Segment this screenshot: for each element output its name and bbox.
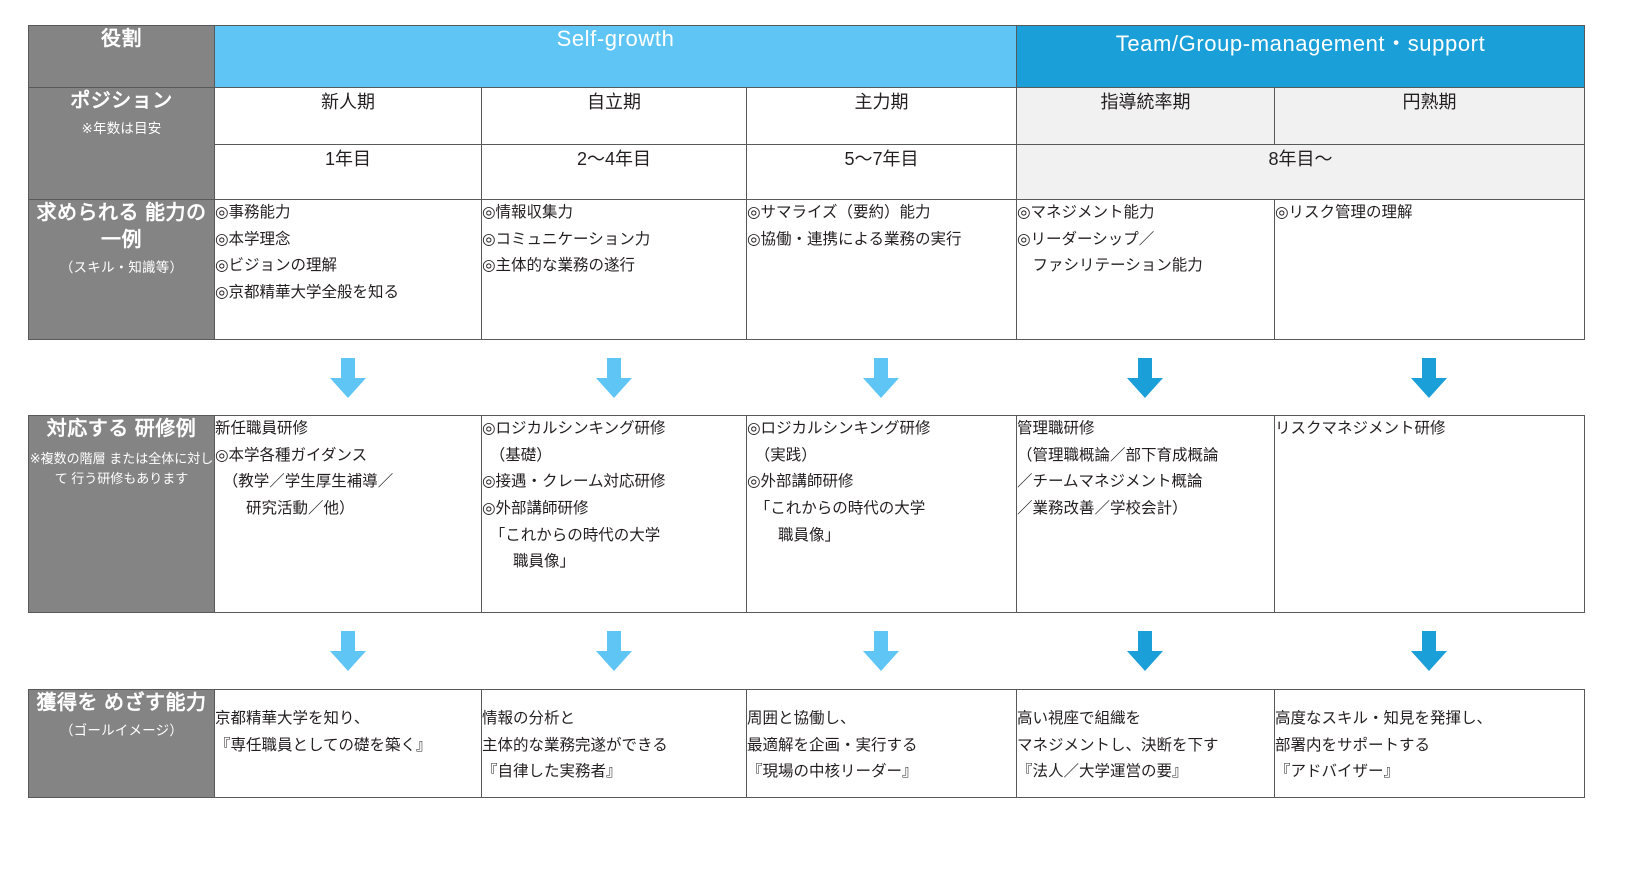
table-upper: 役割 Self-growth Team/Group-management・sup… [28, 25, 1586, 340]
arrow-cell-1-3 [746, 340, 1016, 415]
training-text-5: リスクマネジメント研修 [1275, 420, 1446, 437]
skills-text-1: ◎事務能力 ◎本学理念 ◎ビジョンの理解 ◎京都精華大学全般を知る [215, 204, 400, 301]
training-text-1: 新任職員研修 ◎本学各種ガイダンス （教学／学生厚生補導／ 研究活動／他） [215, 420, 394, 517]
row-header-training-note: ※複数の階層 または全体に対して 行う研修もあります [29, 451, 214, 486]
arrow-cell-1-4 [1016, 340, 1274, 415]
row-header-position-label: ポジション [70, 90, 173, 112]
training-text-2: ◎ロジカルシンキング研修 （基礎） ◎接遇・クレーム対応研修 ◎外部講師研修 「… [482, 420, 666, 571]
goal-text-1: 京都精華大学を知り、 『専任職員としての礎を築く』 [215, 710, 432, 754]
arrow-cell-2-5 [1274, 613, 1584, 689]
row-header-position: ポジション ※年数は目安 [28, 87, 215, 200]
skills-cell-4: ◎マネジメント能力 ◎リーダーシップ／ ファシリテーション能力 [1016, 199, 1275, 340]
table-row-goals: 獲得を めざす能力 （ゴールイメージ） 京都精華大学を知り、 『専任職員としての… [28, 689, 1585, 798]
skills-cell-1: ◎事務能力 ◎本学理念 ◎ビジョンの理解 ◎京都精華大学全般を知る [214, 199, 482, 340]
skills-text-5: ◎リスク管理の理解 [1275, 204, 1413, 221]
table-row-position: ポジション ※年数は目安 新人期 自立期 主力期 指導統率期 円熟期 [28, 87, 1586, 200]
arrow-cell-2-2 [481, 613, 746, 689]
training-text-3: ◎ロジカルシンキング研修 （実践） ◎外部講師研修 「これからの時代の大学 職員… [747, 420, 931, 544]
skills-text-3: ◎サマライズ（要約）能力 ◎協働・連携による業務の実行 [747, 204, 962, 248]
training-cell-5: リスクマネジメント研修 [1274, 415, 1585, 613]
row-header-role: 役割 [28, 25, 215, 88]
arrow-down-icon [326, 629, 370, 673]
row-header-role-label: 役割 [101, 28, 142, 50]
arrow-cell-2-1 [214, 613, 481, 689]
band-self-growth: Self-growth [214, 25, 1017, 88]
goal-text-5: 高度なスキル・知見を発揮し、 部署内をサポートする 『アドバイザー』 [1275, 710, 1493, 781]
goal-text-2: 情報の分析と 主体的な業務完遂ができる 『自律した実務者』 [482, 710, 668, 781]
band-self-growth-label: Self-growth [556, 26, 675, 51]
arrow-down-icon [1407, 629, 1451, 673]
arrow-cell-2-4 [1016, 613, 1274, 689]
row-header-goals-note: （ゴールイメージ） [59, 723, 184, 738]
arrow-cell-2-3 [746, 613, 1016, 689]
row-header-position-note: ※年数は目安 [81, 121, 162, 136]
arrow-down-icon [1407, 356, 1451, 400]
row-header-goals: 獲得を めざす能力 （ゴールイメージ） [28, 689, 215, 798]
arrow-row-1 [28, 340, 1584, 415]
training-cell-2: ◎ロジカルシンキング研修 （基礎） ◎接遇・クレーム対応研修 ◎外部講師研修 「… [481, 415, 747, 613]
goal-cell-5: 高度なスキル・知見を発揮し、 部署内をサポートする 『アドバイザー』 [1274, 689, 1585, 798]
position-cell-1: 新人期 [214, 87, 482, 145]
row-header-skills-note: （スキル・知識等） [59, 260, 184, 275]
arrow-row-2 [28, 613, 1584, 689]
arrow-down-icon [592, 629, 636, 673]
table-training: 対応する 研修例 ※複数の階層 または全体に対して 行う研修もあります 新任職員… [28, 415, 1585, 613]
goal-text-3: 周囲と協働し、 最適解を企画・実行する 『現場の中核リーダー』 [747, 710, 918, 781]
skills-text-2: ◎情報収集力 ◎コミュニケーション力 ◎主体的な業務の遂行 [482, 204, 651, 275]
training-cell-4: 管理職研修 （管理職概論／部下育成概論 ／チームマネジメント概論 ／業務改善／学… [1016, 415, 1275, 613]
arrow-cell-1-5 [1274, 340, 1584, 415]
arrow-down-icon [326, 356, 370, 400]
goal-text-4: 高い視座で組織を マネジメントし、決断を下す 『法人／大学運営の要』 [1017, 710, 1219, 781]
goal-cell-3: 周囲と協働し、 最適解を企画・実行する 『現場の中核リーダー』 [746, 689, 1017, 798]
arrow-down-icon [859, 629, 903, 673]
arrow-down-icon [1123, 356, 1167, 400]
year-cell-1: 1年目 [214, 144, 482, 200]
table-row-role: 役割 Self-growth Team/Group-management・sup… [28, 25, 1586, 88]
band-team-management-label: Team/Group-management・support [1115, 31, 1486, 56]
position-cell-3: 主力期 [746, 87, 1017, 145]
goal-cell-2: 情報の分析と 主体的な業務完遂ができる 『自律した実務者』 [481, 689, 747, 798]
skills-cell-3: ◎サマライズ（要約）能力 ◎協働・連携による業務の実行 [746, 199, 1017, 340]
position-cell-5: 円熟期 [1273, 87, 1586, 145]
training-cell-3: ◎ロジカルシンキング研修 （実践） ◎外部講師研修 「これからの時代の大学 職員… [746, 415, 1017, 613]
year-cell-3: 5〜7年目 [746, 144, 1017, 200]
chart-wrapper: 役割 Self-growth Team/Group-management・sup… [28, 25, 1586, 798]
goal-cell-4: 高い視座で組織を マネジメントし、決断を下す 『法人／大学運営の要』 [1016, 689, 1275, 798]
skills-cell-2: ◎情報収集力 ◎コミュニケーション力 ◎主体的な業務の遂行 [481, 199, 747, 340]
position-cell-4: 指導統率期 [1016, 87, 1275, 145]
skills-cell-5: ◎リスク管理の理解 [1273, 199, 1586, 340]
skills-text-4: ◎マネジメント能力 ◎リーダーシップ／ ファシリテーション能力 [1017, 204, 1203, 275]
arrow-spacer-1 [28, 340, 214, 415]
table-row-years: 1年目 2〜4年目 5〜7年目 8年目〜 [29, 144, 1586, 200]
arrow-down-icon [1123, 629, 1167, 673]
row-header-training-label: 対応する 研修例 [46, 418, 197, 440]
arrow-spacer-2 [28, 613, 214, 689]
training-text-4: 管理職研修 （管理職概論／部下育成概論 ／チームマネジメント概論 ／業務改善／学… [1017, 420, 1219, 517]
arrow-cell-1-1 [214, 340, 481, 415]
year-cell-4: 8年目〜 [1015, 144, 1586, 200]
table-goals: 獲得を めざす能力 （ゴールイメージ） 京都精華大学を知り、 『専任職員としての… [28, 689, 1585, 798]
row-header-skills-label: 求められる 能力の一例 [36, 202, 207, 251]
row-header-skills: 求められる 能力の一例 （スキル・知識等） [28, 199, 215, 340]
row-header-training: 対応する 研修例 ※複数の階層 または全体に対して 行う研修もあります [28, 415, 215, 613]
goal-cell-1: 京都精華大学を知り、 『専任職員としての礎を築く』 [214, 689, 482, 798]
year-cell-2: 2〜4年目 [481, 144, 747, 200]
arrow-down-icon [859, 356, 903, 400]
training-cell-1: 新任職員研修 ◎本学各種ガイダンス （教学／学生厚生補導／ 研究活動／他） [214, 415, 482, 613]
row-header-goals-label: 獲得を めざす能力 [36, 692, 207, 714]
arrow-cell-1-2 [481, 340, 746, 415]
band-team-management: Team/Group-management・support [1015, 25, 1586, 88]
table-row-training: 対応する 研修例 ※複数の階層 または全体に対して 行う研修もあります 新任職員… [28, 415, 1585, 613]
position-cell-2: 自立期 [481, 87, 747, 145]
arrow-down-icon [592, 356, 636, 400]
table-row-skills: 求められる 能力の一例 （スキル・知識等） ◎事務能力 ◎本学理念 ◎ビジョンの… [28, 199, 1586, 340]
